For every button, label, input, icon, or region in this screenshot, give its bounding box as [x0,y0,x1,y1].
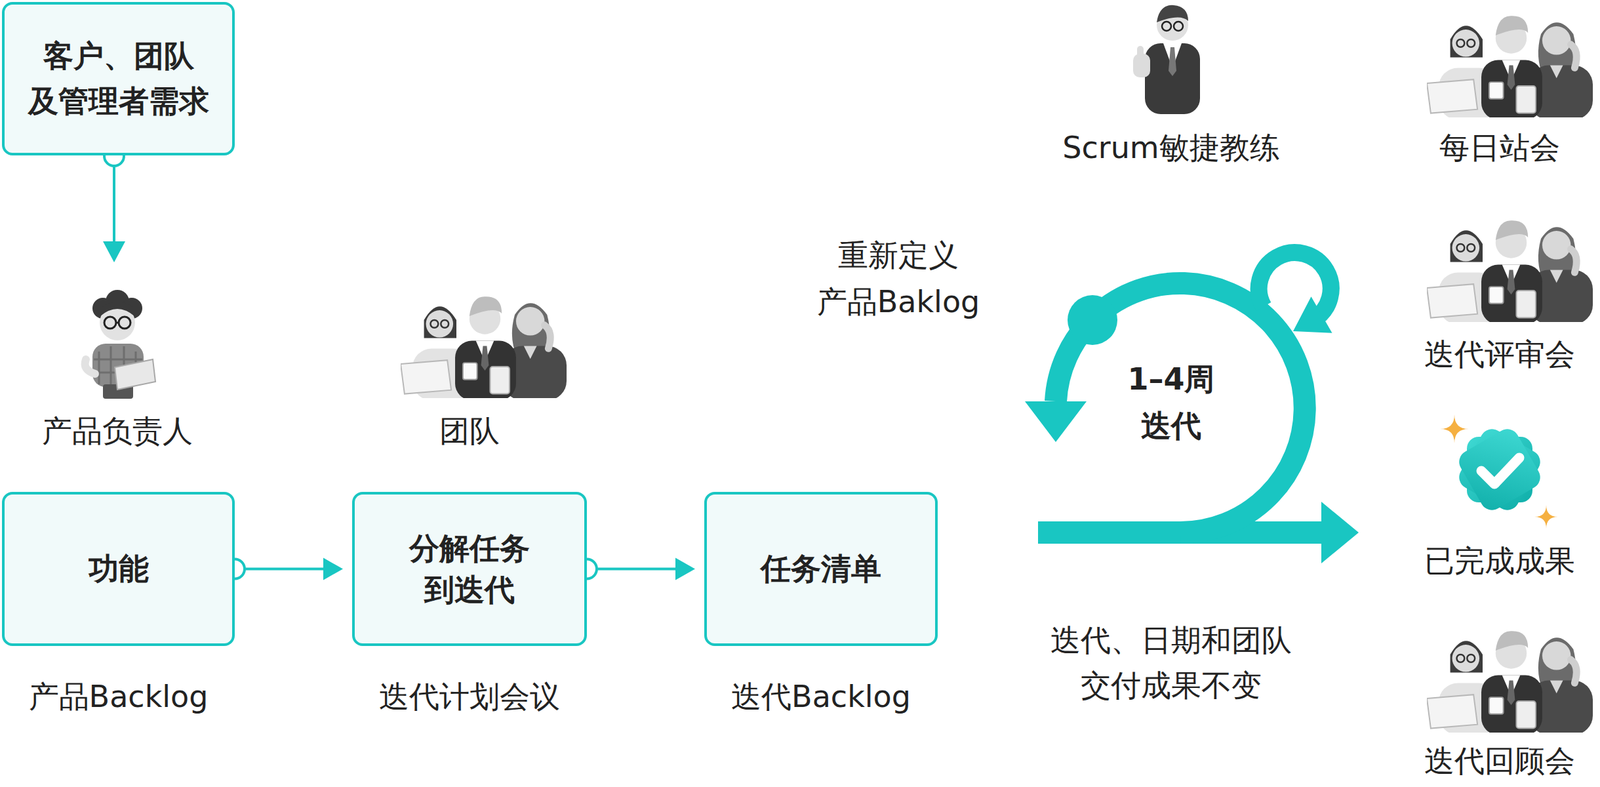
connector [224,558,343,581]
connector-line [244,567,325,571]
done-badge [1455,424,1545,515]
connector-line [596,567,677,571]
box-text: 客户、团队 及管理者需求 [25,33,212,124]
process-box: 任务清单迭代Backlog [704,491,938,646]
team-figure [400,296,567,400]
box-text: 功能 [88,548,149,589]
text-label: 已完成成果 [1424,542,1576,580]
illustration-part [1055,283,1305,533]
illustration-part [1259,252,1332,320]
arrow-head [675,558,696,581]
sparkle [1534,504,1559,529]
illustration-part [1481,457,1520,484]
text-label: 产品负责人 [41,413,193,450]
leader-arrow [102,146,126,263]
illustration-part [1455,424,1545,515]
box-caption: 迭代Backlog [731,678,911,715]
team-figure [1426,15,1593,120]
box-text: 任务清单 [760,548,882,589]
team-figure [1426,220,1593,324]
text-label: Scrum敏捷教练 [1062,129,1280,166]
box-text: 分解任务 到迭代 [406,527,533,610]
illustration-part [112,166,116,244]
illustration-part [102,241,126,263]
illustration-part [1293,296,1333,333]
text-label: 迭代、日期和团队 交付成果不变 [1047,617,1295,709]
connector [577,558,696,581]
text-label: 1–4周 迭代 [1124,356,1218,450]
text-label: 每日站会 [1439,129,1560,166]
sparkle [1440,414,1469,444]
process-box: 功能产品Backlog [1,491,235,646]
team-figure [1426,630,1593,735]
box-caption: 迭代计划会议 [379,678,560,715]
process-box: 分解任务 到迭代迭代计划会议 [352,491,587,646]
text-label: 重新定义 产品Baklog [814,232,983,326]
text-label: 团队 [439,413,500,450]
process-box: 客户、团队 及管理者需求 [1,1,235,156]
illustration-part [1024,401,1087,442]
product-owner-figure [85,289,156,399]
coach-figure [1133,5,1200,115]
illustration-part [1321,501,1359,564]
arrow-head [323,558,343,581]
sprint-cycle [1024,252,1359,564]
illustration-part [1455,424,1545,515]
text-label: 迭代回顾会 [1424,743,1576,779]
box-caption: 产品Backlog [28,678,209,715]
illustration-part [1067,295,1118,345]
text-label: 迭代评审会 [1424,336,1576,373]
